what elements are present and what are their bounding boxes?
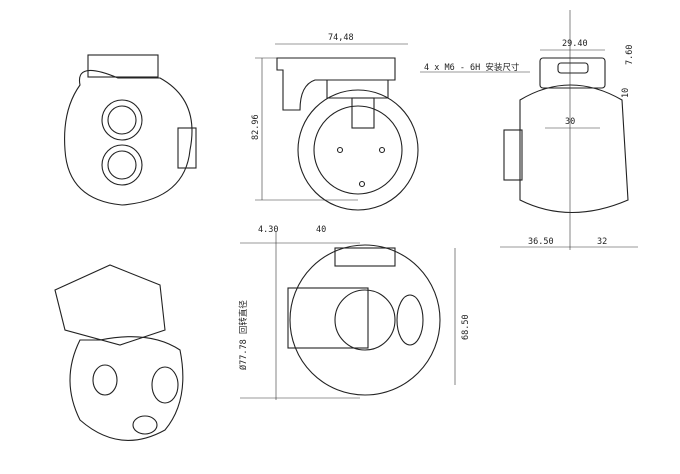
dim-connector-width: 29.40	[562, 39, 588, 49]
dim-right-width: 32	[597, 237, 607, 247]
dim-height: 82.96	[251, 114, 261, 140]
bottom-view-gimbal	[240, 232, 456, 400]
mount-annotation: 4 x M6 - 6H 安装尺寸	[424, 62, 520, 73]
dim-top-width: 74,48	[328, 33, 354, 43]
rear-view-gimbal	[500, 10, 638, 250]
dim-mount-depth: 10	[621, 88, 631, 98]
front-view-gimbal	[64, 54, 197, 206]
dim-connector-height: 7.60	[625, 45, 635, 65]
dim-hole-spacing: 30	[565, 117, 575, 127]
dim-bottom-height: 68.50	[461, 314, 471, 340]
dim-rotation-diameter: Ø77.78 回转直径	[238, 300, 249, 370]
side-view-gimbal	[255, 43, 419, 211]
dim-bottom-width: 40	[316, 225, 326, 235]
dim-offset: 4.30	[258, 225, 278, 235]
isometric-view-gimbal	[54, 264, 184, 441]
dim-left-width: 36.50	[528, 237, 554, 247]
